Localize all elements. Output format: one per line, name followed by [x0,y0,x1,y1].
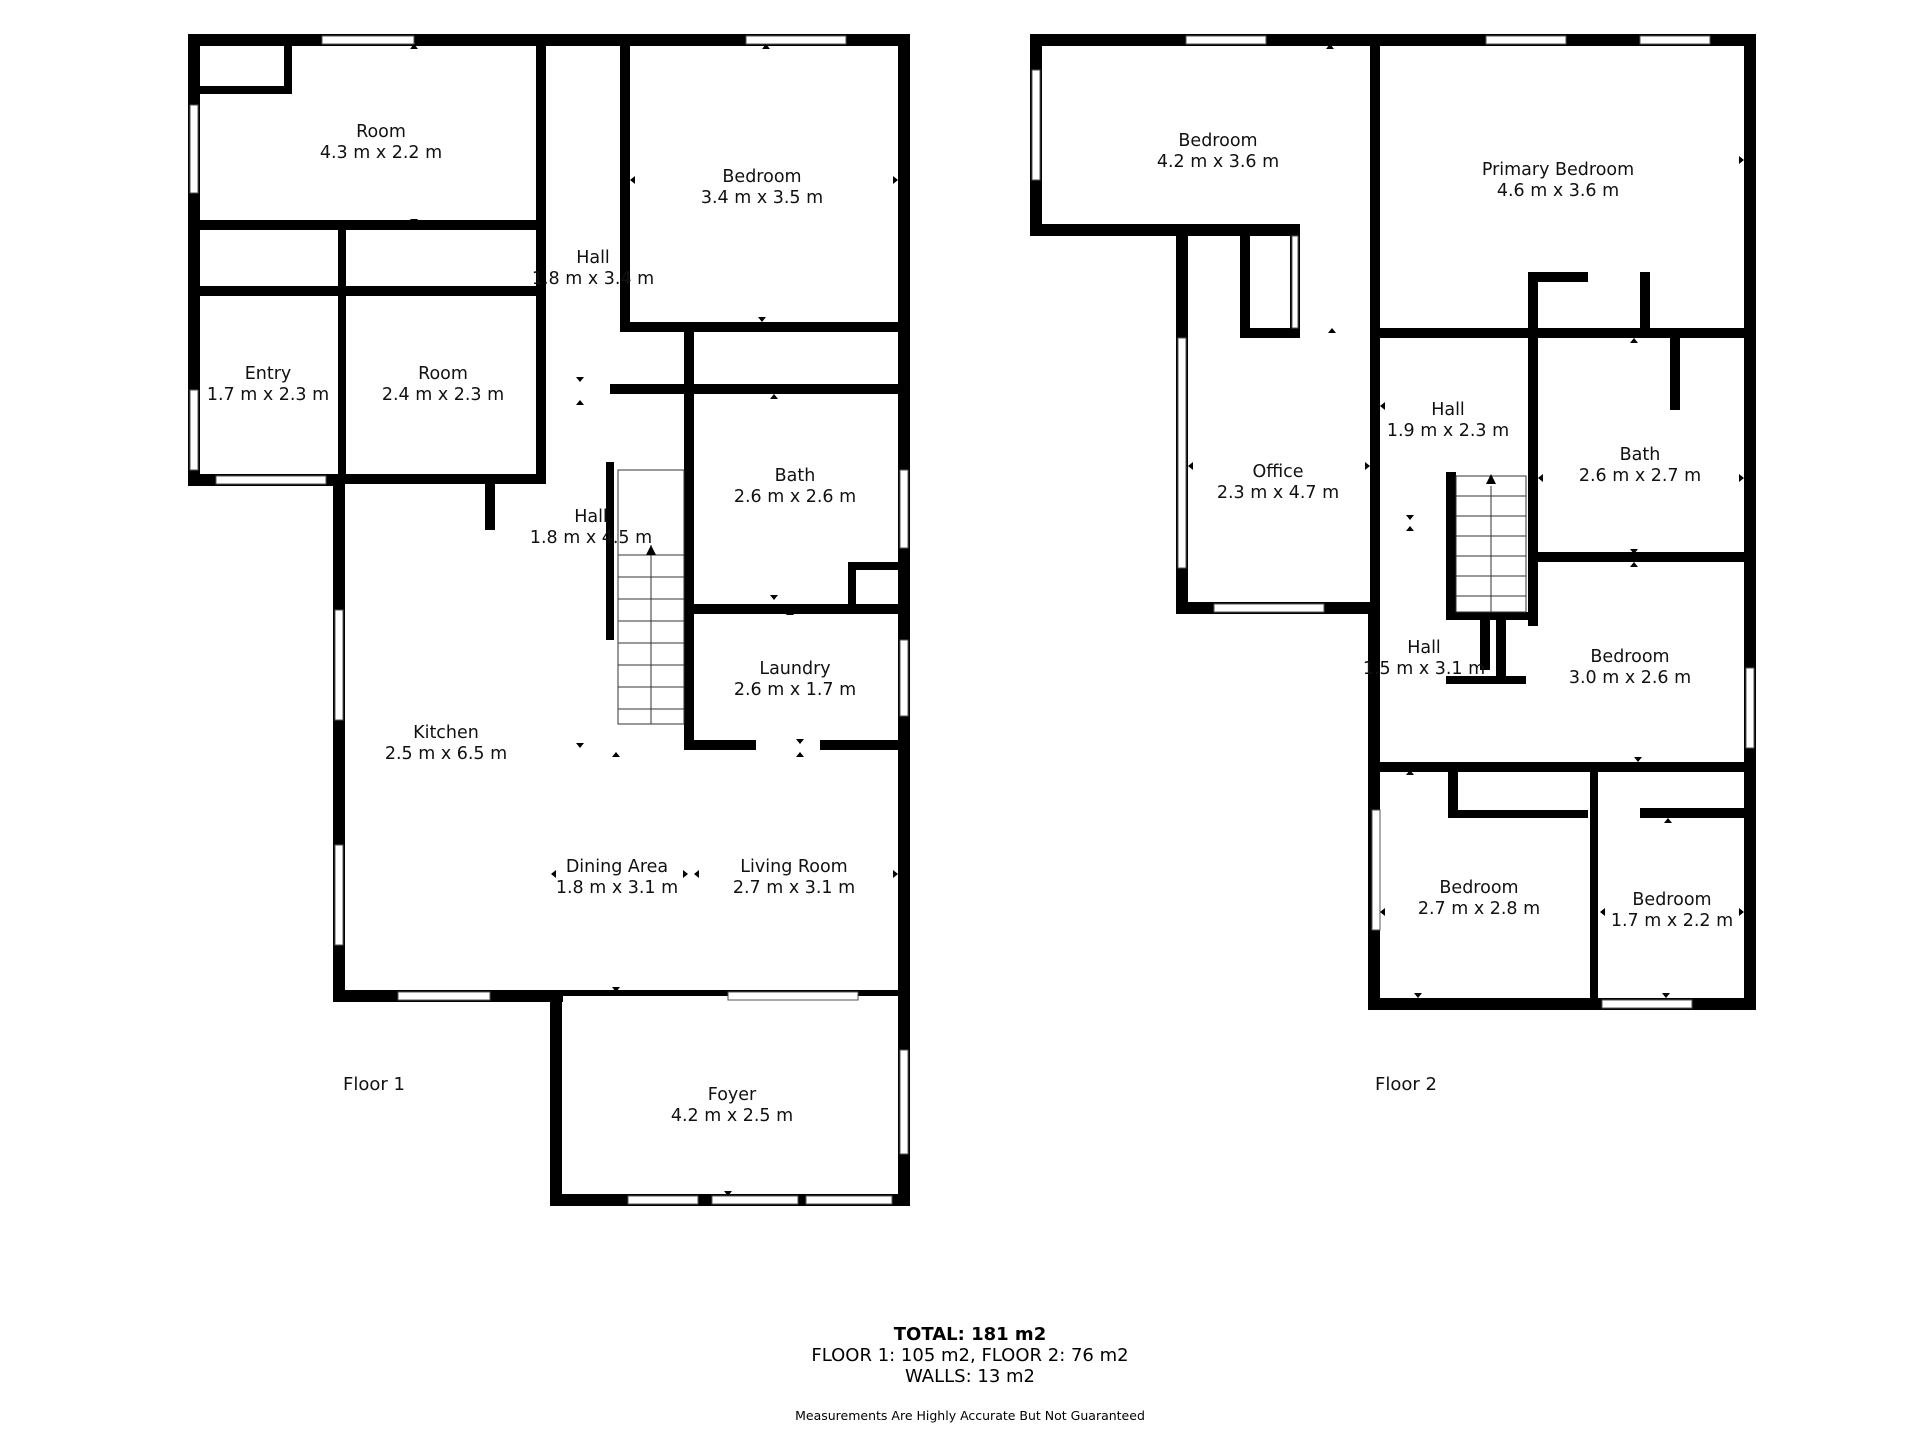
floor-2-door-markers [1188,44,1744,998]
floor-1-door-markers [264,44,898,1196]
room-dims: 2.6 m x 2.6 m [734,487,856,507]
room-name: Hall [1431,400,1465,420]
room-dims: 4.3 m x 2.2 m [320,143,442,163]
room-name: Laundry [759,659,830,679]
room-name: Kitchen [413,723,479,743]
room-dims: 1.8 m x 3.4 m [532,269,654,289]
floor-1-plan: Room 4.3 m x 2.2 m Bedroom 3.4 m x 3.5 m… [188,34,910,1206]
room-dims: 2.7 m x 2.8 m [1418,899,1540,919]
room-dims: 4.2 m x 3.6 m [1157,152,1279,172]
room-name: Hall [576,248,610,268]
room-dims: 4.2 m x 2.5 m [671,1106,793,1126]
room-dims: 2.5 m x 6.5 m [385,744,507,764]
room-dims: 1.5 m x 3.1 m [1363,659,1485,679]
room-name: Living Room [740,857,847,877]
wall-area: WALLS: 13 m2 [905,1366,1035,1387]
disclaimer: Measurements Are Highly Accurate But Not… [795,1408,1145,1423]
room-name: Bedroom [1590,647,1669,667]
room-name: Entry [245,364,292,384]
room-name: Bedroom [1178,131,1257,151]
room-name: Dining Area [566,857,668,877]
area-summary: TOTAL: 181 m2 FLOOR 1: 105 m2, FLOOR 2: … [795,1324,1145,1423]
room-dims: 2.3 m x 4.7 m [1217,483,1339,503]
room-name: Foyer [708,1085,757,1105]
room-name: Bath [775,466,816,486]
floor-1-label: Floor 1 [343,1074,405,1095]
floor-2-labels: Bedroom 4.2 m x 3.6 m Primary Bedroom 4.… [1157,131,1733,1095]
room-name: Bedroom [1439,878,1518,898]
room-name: Room [356,122,406,142]
room-name: Bedroom [722,167,801,187]
floor-2-stairs [1455,474,1527,613]
floor-2-label: Floor 2 [1375,1074,1437,1095]
floor-1-labels: Room 4.3 m x 2.2 m Bedroom 3.4 m x 3.5 m… [207,122,856,1126]
floor-areas: FLOOR 1: 105 m2, FLOOR 2: 76 m2 [811,1345,1128,1366]
room-name: Bath [1620,445,1661,465]
total-area: TOTAL: 181 m2 [894,1324,1046,1345]
floor-2-windows [1031,35,1755,1009]
room-dims: 1.9 m x 2.3 m [1387,421,1509,441]
floor-2-plan: Bedroom 4.2 m x 3.6 m Primary Bedroom 4.… [1030,34,1756,1095]
room-dims: 1.7 m x 2.2 m [1611,911,1733,931]
room-dims: 4.6 m x 3.6 m [1497,181,1619,201]
floor-1-windows [189,35,909,1205]
floor-1-stairs [617,469,685,725]
room-name: Office [1252,462,1303,482]
room-dims: 1.7 m x 2.3 m [207,385,329,405]
room-name: Room [418,364,468,384]
room-dims: 3.0 m x 2.6 m [1569,668,1691,688]
room-name: Bedroom [1632,890,1711,910]
room-name: Primary Bedroom [1482,160,1634,180]
room-dims: 2.7 m x 3.1 m [733,878,855,898]
room-name: Hall [574,507,608,527]
room-dims: 3.4 m x 3.5 m [701,188,823,208]
room-name: Hall [1407,638,1441,658]
floor-1-walls [188,34,910,1206]
floor-2-walls [1030,34,1756,1010]
room-dims: 2.4 m x 2.3 m [382,385,504,405]
room-dims: 1.8 m x 4.5 m [530,528,652,548]
room-dims: 2.6 m x 2.7 m [1579,466,1701,486]
room-dims: 2.6 m x 1.7 m [734,680,856,700]
room-dims: 1.8 m x 3.1 m [556,878,678,898]
